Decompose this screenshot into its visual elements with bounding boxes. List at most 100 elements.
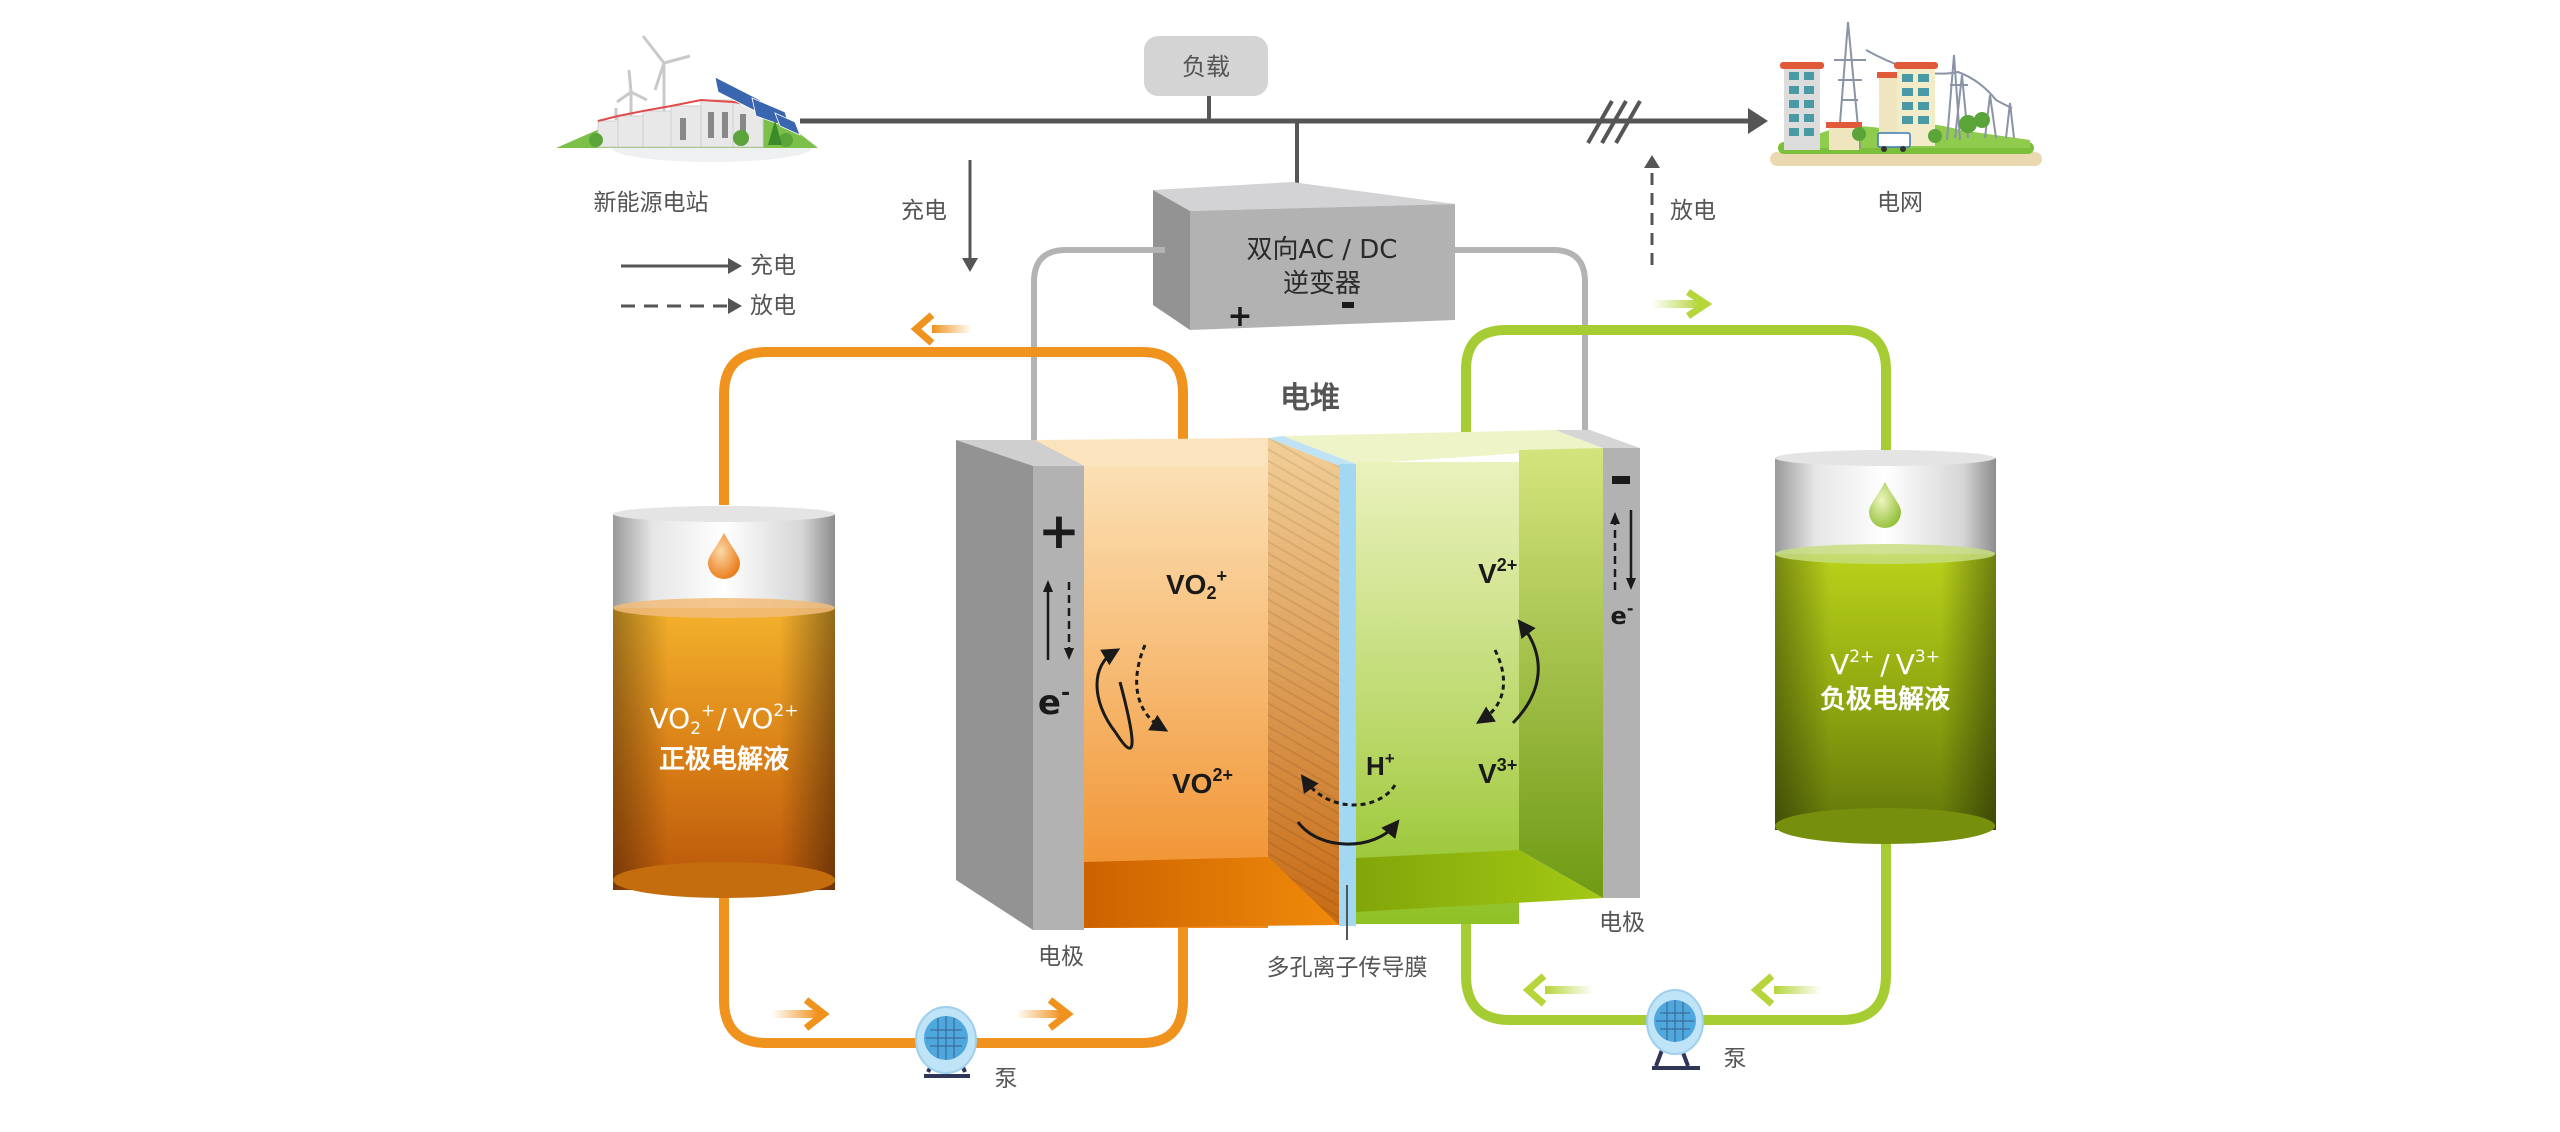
reaction-arrows-positive — [1114, 681, 1134, 750]
pump-right-label: 泵 — [1724, 1046, 1747, 1072]
proton-charge-arrow — [1296, 819, 1400, 846]
charge-reaction-arrow-right — [1511, 619, 1540, 725]
flow-arrow-right-top — [1652, 289, 1713, 319]
formula-part: V — [1830, 648, 1849, 681]
positive-tank-formula: VO2+/VO2+ — [650, 701, 799, 739]
inverter: 双向AC / DC 逆变器 + — [1153, 182, 1455, 334]
cell-stack — [956, 430, 1640, 930]
power-grid-icon — [1770, 21, 2042, 166]
load-label: 负载 — [1182, 53, 1230, 81]
ion-vo-2plus: VO2+ — [1172, 765, 1233, 799]
flow-arrow-right-bottom-2 — [1016, 997, 1074, 1031]
stack-title: 电堆 — [1280, 381, 1340, 416]
electron-label-right: e- — [1611, 599, 1634, 630]
electrode-label-left: 电极 — [1038, 944, 1084, 970]
charge-label: 充电 — [901, 198, 947, 224]
electron-flow-left — [1043, 580, 1074, 660]
legend-charge: 充电 — [621, 253, 796, 279]
charge-direction-arrow — [962, 160, 978, 272]
formula-separator: / — [1880, 648, 1890, 681]
ion-sup: 3+ — [1497, 755, 1518, 775]
ion-proton: H+ — [1366, 749, 1395, 781]
positive-tank-name: 正极电解液 — [659, 745, 789, 775]
proton-discharge-arrow — [1300, 774, 1397, 807]
electron-charge: - — [1061, 681, 1070, 706]
flow-arrow-left-bottom-2 — [1750, 973, 1822, 1007]
legend-discharge: 放电 — [621, 293, 796, 319]
positive-electrolyte-tank: VO2+/VO2+ 正极电解液 — [613, 506, 835, 898]
discharge-reaction-arrow-right — [1475, 649, 1506, 724]
formula-sup: 3+ — [1915, 647, 1940, 667]
break-marks-icon — [1586, 100, 1642, 144]
electron-charge: - — [1627, 599, 1634, 618]
electron-flow-right — [1610, 510, 1636, 590]
ion-symbol: V — [1478, 558, 1497, 589]
ion-vo2-plus: VO2+ — [1166, 566, 1227, 603]
ion-symbol: VO — [1166, 569, 1206, 600]
discharge-direction-arrow — [1644, 155, 1660, 265]
formula-sup: 2+ — [1849, 647, 1874, 667]
droplet-icon — [708, 533, 740, 579]
ion-symbol: VO — [1172, 768, 1212, 799]
inverter-plus-terminal: + — [1227, 299, 1252, 334]
formula-sup: + — [701, 701, 715, 721]
negative-electrolyte-loop — [1461, 325, 1891, 1025]
ion-membrane — [1339, 464, 1356, 926]
ion-sup: + — [1385, 749, 1395, 768]
ion-sup: 2+ — [1212, 765, 1233, 785]
ion-sup: + — [1216, 566, 1227, 586]
membrane-label: 多孔离子传导膜 — [1267, 955, 1428, 981]
formula-sup: 2+ — [773, 701, 798, 721]
electron-label-left: e- — [1038, 681, 1070, 723]
renewable-station-icon — [556, 35, 818, 162]
negative-sign — [1612, 476, 1630, 484]
negative-electrolyte-tank: V2+/V3+ 负极电解液 — [1775, 450, 1996, 844]
negative-tank-formula: V2+/V3+ — [1830, 647, 1940, 681]
ion-v-2plus: V2+ — [1478, 555, 1517, 589]
pump-left-icon — [915, 1006, 977, 1078]
flow-arrow-left-bottom-1 — [1522, 973, 1593, 1007]
formula-part: V — [1896, 648, 1915, 681]
grid-label: 电网 — [1877, 190, 1923, 216]
dc-wires — [1031, 247, 1588, 458]
flow-arrow-right-bottom-1 — [772, 997, 830, 1031]
power-bus — [800, 94, 1768, 185]
electron-symbol: e — [1611, 602, 1627, 630]
formula-sub: 2 — [690, 719, 701, 739]
ion-symbol: H — [1366, 751, 1385, 781]
positive-half-cell — [1084, 466, 1268, 928]
inverter-minus-terminal — [1342, 302, 1354, 308]
ion-symbol: V — [1478, 758, 1497, 789]
electrode-label-right: 电极 — [1599, 910, 1645, 936]
electron-symbol: e — [1038, 683, 1061, 723]
negative-electrode — [1603, 448, 1640, 898]
reaction-arrows — [1095, 619, 1540, 846]
discharge-reaction-arrow-left — [1135, 644, 1169, 732]
droplet-icon — [1869, 482, 1901, 528]
positive-sign: + — [1038, 502, 1080, 560]
charge-reaction-arrow-left — [1095, 648, 1121, 734]
formula-part: VO — [650, 702, 691, 735]
negative-tank-name: 负极电解液 — [1820, 685, 1950, 715]
ion-sub: 2 — [1206, 583, 1216, 603]
negative-half-cell — [1356, 462, 1519, 924]
left-electrode-side — [956, 440, 1084, 930]
formula-separator: / — [717, 702, 727, 735]
legend-discharge-label: 放电 — [750, 293, 796, 319]
ion-v-3plus: V3+ — [1478, 755, 1517, 789]
inverter-label-line1: 双向AC / DC — [1247, 235, 1398, 265]
load-box: 负载 — [1144, 36, 1268, 96]
pump-right-icon — [1646, 989, 1704, 1070]
flow-arrow-left-top — [910, 312, 972, 346]
formula-part: VO — [733, 702, 774, 735]
bus-arrowhead-icon — [1748, 108, 1768, 134]
ion-sup: 2+ — [1497, 555, 1518, 575]
legend-charge-label: 充电 — [750, 253, 796, 279]
positive-electrode — [1033, 466, 1084, 930]
legend: 充电 放电 — [621, 253, 796, 319]
source-label: 新能源电站 — [594, 190, 709, 216]
pump-left-label: 泵 — [995, 1066, 1018, 1092]
inverter-label-line2: 逆变器 — [1283, 269, 1361, 299]
discharge-label: 放电 — [1670, 198, 1716, 224]
